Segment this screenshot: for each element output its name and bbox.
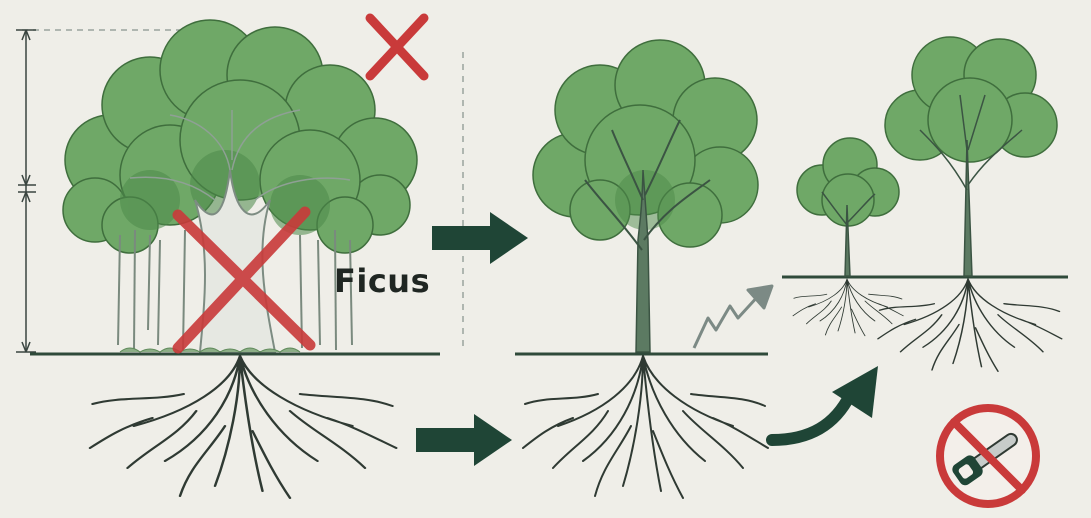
small-tree xyxy=(793,138,903,336)
ficus-scene xyxy=(16,18,463,498)
no-chainsaw-icon xyxy=(940,408,1036,504)
arrow-right-roots-icon xyxy=(416,414,512,466)
curved-arrow-icon xyxy=(772,366,878,440)
ficus-label: Ficus xyxy=(334,262,430,300)
middle-roots xyxy=(523,356,768,498)
right-trees-scene xyxy=(782,37,1068,504)
zigzag-up-arrow-icon xyxy=(694,286,772,348)
cross-icon xyxy=(370,18,424,76)
tall-tree xyxy=(878,37,1062,371)
ficus-roots xyxy=(90,356,396,498)
height-dimension-marker xyxy=(16,30,36,352)
middle-tree-scene xyxy=(515,40,878,498)
arrow-right-icon xyxy=(432,212,528,264)
